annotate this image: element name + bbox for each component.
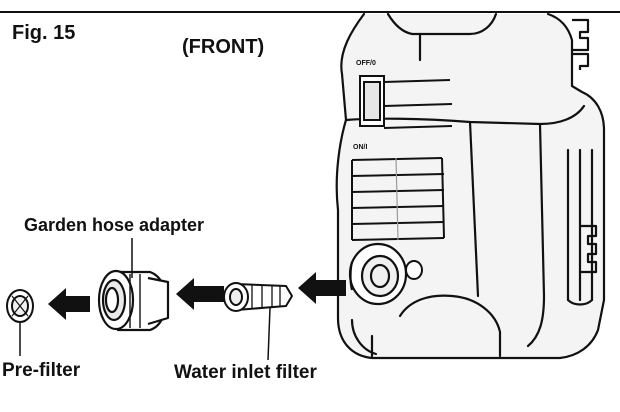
side-ribs: [572, 18, 598, 274]
view-label: (FRONT): [182, 36, 265, 58]
water-inlet-filter-label: Water inlet filter: [174, 362, 317, 383]
switch-off-mark: OFF/0: [356, 60, 376, 67]
body-bolt: [405, 260, 423, 280]
power-switch: [359, 75, 453, 129]
pre-filter-part: [6, 289, 34, 323]
front-grille: [351, 157, 445, 241]
arrow-filter-to-adapter: [176, 278, 224, 310]
figure-number: Fig. 15: [12, 22, 76, 44]
pre-filter-label: Pre-filter: [2, 360, 81, 381]
garden-hose-adapter-label: Garden hose adapter: [24, 215, 205, 235]
switch-on-mark: ON/I: [353, 144, 368, 151]
inlet-filter-leader-line: [267, 307, 271, 361]
arrow-port-to-filter: [298, 272, 346, 304]
water-inlet-port: [348, 242, 408, 306]
water-inlet-filter-part: [223, 282, 293, 312]
arrow-adapter-to-prefilter: [48, 288, 90, 320]
pressure-washer-body: [335, 12, 606, 360]
garden-hose-adapter-part: [97, 269, 170, 332]
